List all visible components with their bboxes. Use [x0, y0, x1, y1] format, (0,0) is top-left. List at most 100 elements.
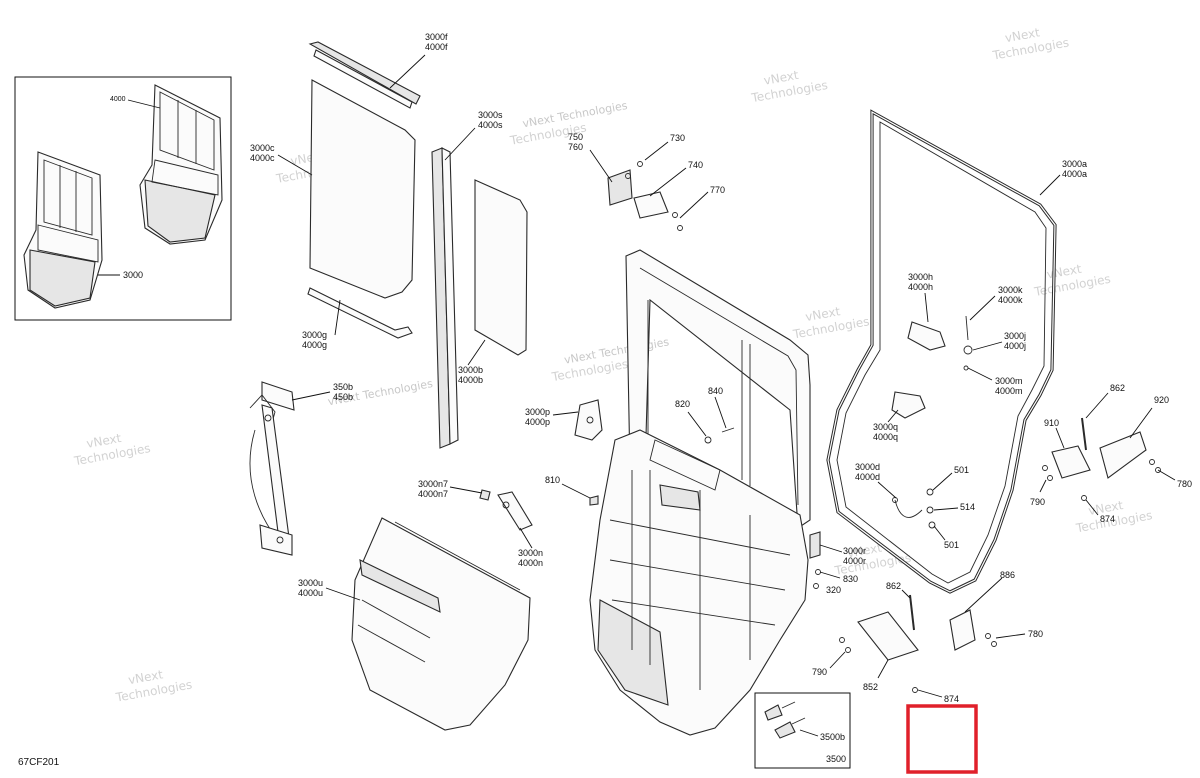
label-3000n7: 3000n7	[418, 479, 448, 489]
label-730: 730	[670, 133, 685, 143]
part-3000f-seal	[308, 41, 421, 109]
inset-label-3000: 3000	[123, 270, 143, 280]
label-4000c: 4000c	[250, 153, 275, 163]
part-3000s-channel	[431, 147, 459, 449]
highlight-box	[906, 704, 978, 774]
part-350b-regulator	[249, 381, 295, 556]
label-501-top: 501	[954, 465, 969, 475]
svg-text:vNext: vNext	[804, 304, 841, 324]
fastener-874-lower	[912, 687, 918, 693]
label-3000m: 3000m	[995, 376, 1023, 386]
label-4000p: 4000p	[525, 417, 550, 427]
label-862-lower: 862	[886, 581, 901, 591]
fastener-830	[815, 569, 821, 575]
label-501-bottom: 501	[944, 540, 959, 550]
part-862-hinge-pin-upper	[1081, 417, 1087, 451]
label-3000b: 3000b	[458, 365, 483, 375]
label-4000g: 4000g	[302, 340, 327, 350]
label-810: 810	[545, 475, 560, 485]
part-3000r-bracket	[809, 531, 821, 559]
label-3000r: 3000r	[843, 546, 866, 556]
part-3000n7-clip	[479, 489, 491, 501]
label-350b: 350b	[333, 382, 353, 392]
part-740-hinge-plate	[633, 191, 669, 219]
label-790-upper: 790	[1030, 497, 1045, 507]
label-852: 852	[863, 682, 878, 692]
label-514: 514	[960, 502, 975, 512]
fasteners-501-514	[926, 488, 936, 529]
part-750-hinge	[607, 169, 633, 206]
label-4000b: 4000b	[458, 375, 483, 385]
label-3000j: 3000j	[1004, 331, 1026, 341]
label-830: 830	[843, 574, 858, 584]
label-3000s: 3000s	[478, 110, 503, 120]
fastener-820	[704, 436, 712, 444]
label-780-lower: 780	[1028, 629, 1043, 639]
label-3000q: 3000q	[873, 422, 898, 432]
diagram-code: 67CF201	[18, 757, 60, 768]
label-3000c: 3000c	[250, 143, 275, 153]
label-862-upper: 862	[1110, 383, 1125, 393]
label-3000d: 3000d	[855, 462, 880, 472]
svg-text:vNext: vNext	[127, 667, 164, 687]
label-3000h: 3000h	[908, 272, 933, 282]
fastener-320	[813, 583, 819, 589]
label-920: 920	[1154, 395, 1169, 405]
part-920-hinge-plate	[1099, 431, 1147, 479]
label-4000s: 4000s	[478, 120, 503, 130]
part-3000p-latch	[574, 399, 603, 441]
part-3000k-pin	[965, 315, 969, 341]
label-4000h: 4000h	[908, 282, 933, 292]
part-852-hinge-half	[857, 611, 919, 661]
part-3000c-glass	[309, 79, 416, 299]
label-4000f: 4000f	[425, 42, 448, 52]
label-770: 770	[710, 185, 725, 195]
label-820: 820	[675, 399, 690, 409]
part-886-hinge-plate	[949, 609, 976, 651]
fasteners-780-lower	[985, 633, 997, 647]
inset-door-left	[23, 151, 103, 309]
svg-text:vNext: vNext	[763, 68, 800, 88]
part-862-hinge-pin-lower	[909, 594, 915, 631]
fasteners-780-upper	[1149, 459, 1161, 473]
fasteners-790-upper	[1042, 465, 1053, 481]
label-886: 886	[1000, 570, 1015, 580]
label-840: 840	[708, 386, 723, 396]
label-3500: 3500	[826, 754, 846, 764]
label-4000m: 4000m	[995, 386, 1023, 396]
part-3000a-door-seal	[826, 109, 1057, 594]
part-3000b-glass	[474, 179, 528, 356]
label-4000j: 4000j	[1004, 341, 1026, 351]
label-3000a: 3000a	[1062, 159, 1087, 169]
label-910: 910	[1044, 418, 1059, 428]
label-874-lower: 874	[944, 694, 959, 704]
svg-text:vNext: vNext	[85, 431, 122, 451]
part-door-frame	[589, 249, 811, 736]
inset-door-right	[139, 84, 223, 245]
label-4000n7: 4000n7	[418, 489, 448, 499]
part-910-hinge-half	[1051, 445, 1091, 479]
part-3000m-clip	[963, 365, 969, 371]
part-3000d-cable	[892, 497, 923, 518]
label-760: 760	[568, 142, 583, 152]
svg-text:vNext: vNext	[1004, 25, 1041, 45]
part-3000q-handle	[891, 391, 926, 419]
part-3000n-handle	[497, 491, 533, 531]
label-4000d: 4000d	[855, 472, 880, 482]
label-4000n: 4000n	[518, 558, 543, 568]
label-4000q: 4000q	[873, 432, 898, 442]
fastener-840	[721, 427, 735, 433]
fasteners-790-lower	[839, 637, 851, 653]
label-740: 740	[688, 160, 703, 170]
part-3000u-door-panel	[351, 517, 531, 731]
label-790-lower: 790	[812, 667, 827, 677]
label-3000u: 3000u	[298, 578, 323, 588]
part-3000j-spring	[963, 345, 973, 355]
